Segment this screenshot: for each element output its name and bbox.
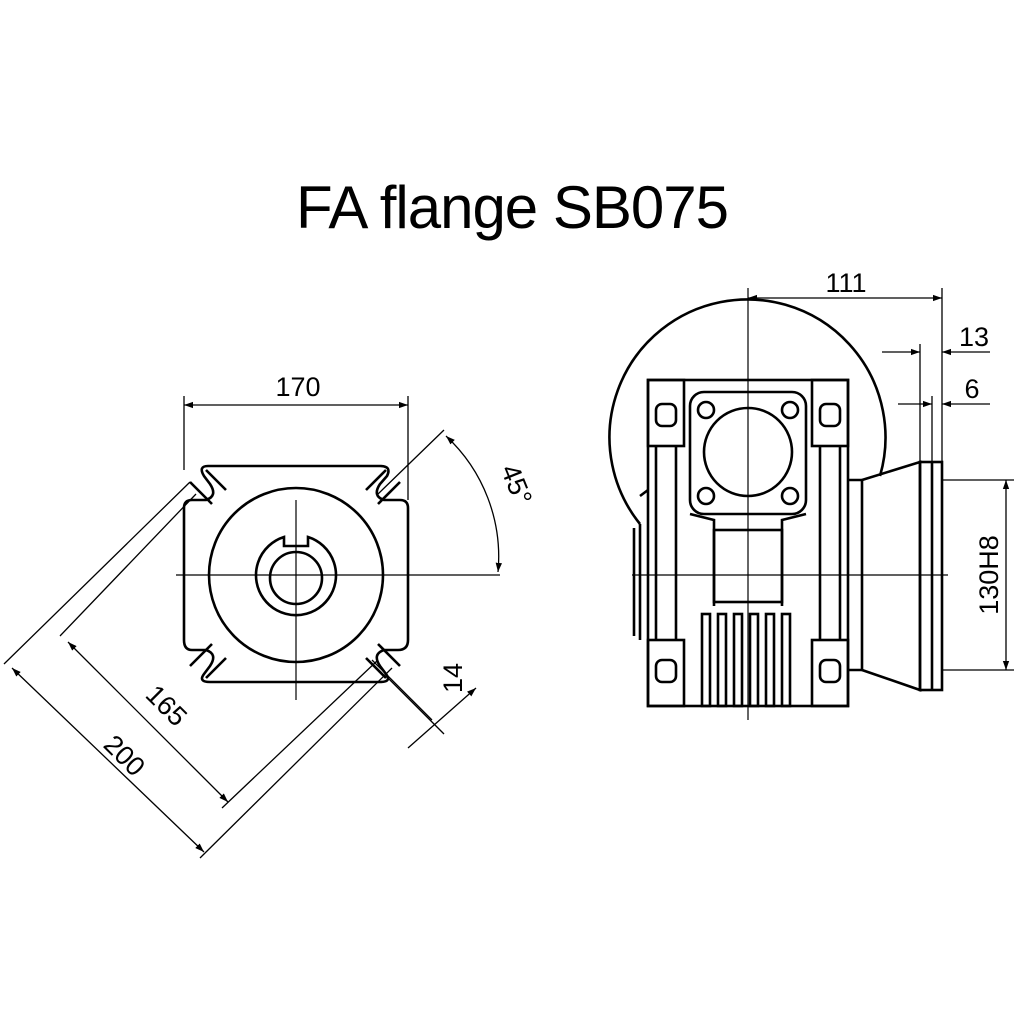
fin xyxy=(700,612,712,708)
flange-cone xyxy=(861,460,922,692)
bolt-hole xyxy=(696,400,716,420)
dim-45: 45° xyxy=(495,460,538,509)
fin xyxy=(732,612,744,708)
cooling-fins xyxy=(700,612,792,708)
gearbox-side-view: 111 13 6 130H8 xyxy=(608,268,1014,720)
dim-130h8: 130H8 xyxy=(974,535,1004,615)
dimension-line-165 xyxy=(67,641,229,803)
bore-keyway xyxy=(254,535,338,617)
bolt-hole xyxy=(780,400,800,420)
dim-165: 165 xyxy=(140,679,193,732)
worm-wheel-housing xyxy=(608,298,887,525)
extension-line xyxy=(385,675,445,735)
extension-line xyxy=(221,659,379,809)
extension-line xyxy=(377,429,445,495)
pillar-hole xyxy=(654,658,678,684)
bolt-hole xyxy=(780,486,800,506)
drawing-title: FA flange SB075 xyxy=(296,174,728,241)
extension-line xyxy=(371,659,433,721)
bolt-hole xyxy=(696,486,716,506)
dim-13: 13 xyxy=(959,322,989,352)
mounting-slot xyxy=(365,469,401,505)
fin xyxy=(748,612,760,708)
extension-line xyxy=(59,493,197,637)
extension-line xyxy=(3,481,191,665)
pillar-hole xyxy=(818,402,842,428)
pillar-hole xyxy=(818,658,842,684)
pillar-hole xyxy=(654,402,678,428)
dim-111: 111 xyxy=(825,268,866,298)
dim-6: 6 xyxy=(964,374,979,404)
angle-arc-45 xyxy=(445,435,503,573)
fin xyxy=(780,612,792,708)
pillar-top-right xyxy=(810,378,850,448)
extension-line xyxy=(199,667,393,859)
side-ribs xyxy=(632,488,649,640)
flange-front-view: 170 45° 165 200 14 xyxy=(3,372,538,859)
flange-outline xyxy=(182,464,410,684)
dim-200: 200 xyxy=(98,729,151,782)
fin xyxy=(764,612,776,708)
pillar-top-left xyxy=(646,378,686,448)
dim-170: 170 xyxy=(275,372,320,402)
dim-14: 14 xyxy=(438,663,468,693)
fin xyxy=(716,612,728,708)
mounting-slot xyxy=(189,469,227,505)
mounting-slot xyxy=(365,643,401,679)
dimension-line-14 xyxy=(407,687,477,749)
dimension-line-200 xyxy=(11,667,205,853)
pillar-bottom-right xyxy=(810,638,850,708)
pillar-bottom-left xyxy=(646,638,686,708)
